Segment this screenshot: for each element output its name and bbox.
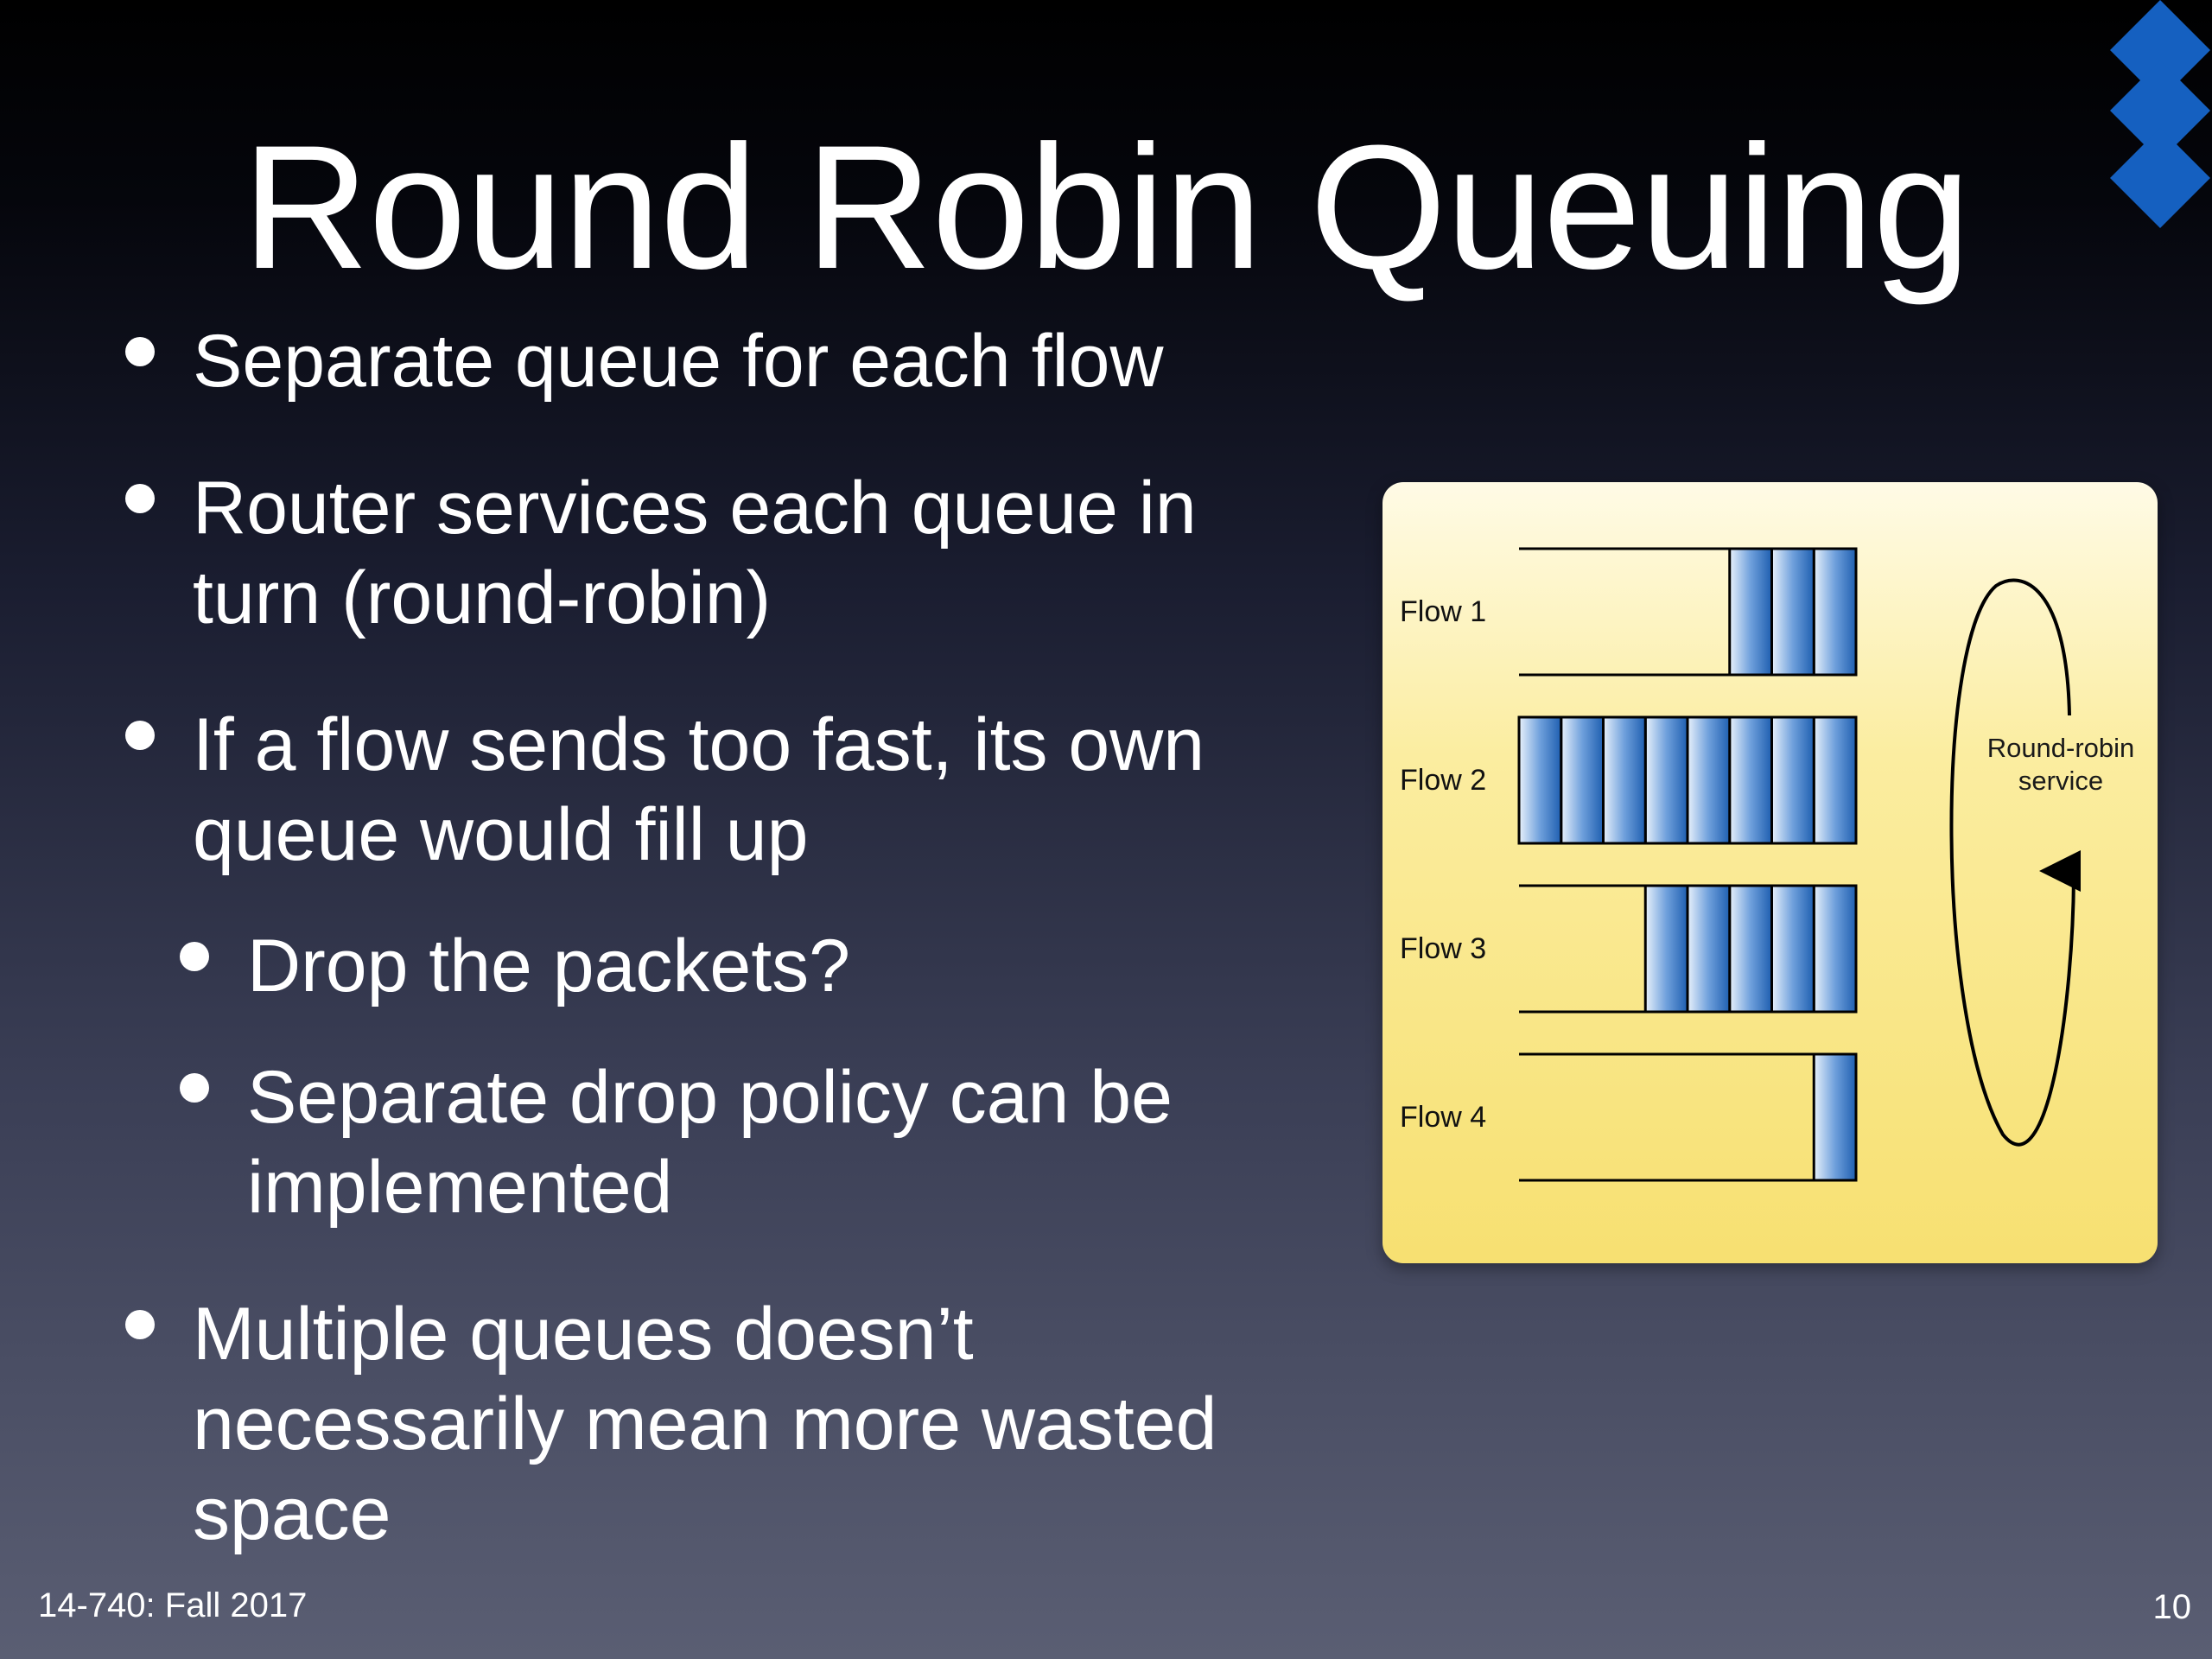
flow-label: Flow 1 [1400, 595, 1486, 628]
packet [1812, 884, 1858, 1014]
packet [1770, 547, 1815, 677]
bullet-line: Separate queue for each flow [193, 320, 1164, 403]
bullet-dot-icon [125, 1310, 155, 1339]
flow-label: Flow 2 [1400, 764, 1486, 797]
queue-4: Flow 4 [1400, 1052, 1858, 1182]
bullet-item: Separate queue for each flow [125, 316, 1164, 406]
bullet-line: queue would fill up [193, 793, 809, 876]
packet [1686, 715, 1732, 845]
packet [1728, 547, 1773, 677]
round-robin-diagram-svg: Flow 1 Flow 2 Flow 3 Flow 4 Round-robin ser… [1400, 547, 2135, 1182]
round-robin-diagram: Flow 1 Flow 2 Flow 3 Flow 4 Round-robin ser… [1382, 482, 2158, 1263]
bullet-line: Multiple queues doesn’t [193, 1293, 974, 1376]
round-robin-loop-arrow [1949, 578, 2082, 1147]
sub-bullet-item: Separate drop policy can be implemented [180, 1052, 1173, 1232]
packet [1812, 1052, 1858, 1182]
bullet-item: Multiple queues doesn’t necessarily mean… [125, 1289, 1217, 1559]
bullet-dot-icon [125, 484, 155, 513]
bullet-line: necessarily mean more wasted [193, 1382, 1217, 1465]
packet [1770, 884, 1815, 1014]
bullet-line: Drop the packets? [247, 925, 850, 1007]
packet [1728, 884, 1773, 1014]
course-footer: 14-740: Fall 2017 [38, 1586, 308, 1624]
packet [1643, 884, 1689, 1014]
queue-2: Flow 2 [1400, 715, 1858, 845]
bullet-line: turn (round-robin) [193, 556, 772, 639]
bullet-dot-icon [125, 721, 155, 750]
flow-label: Flow 4 [1400, 1101, 1486, 1134]
bullet-dot-icon [180, 942, 209, 971]
service-label-line: service [2018, 766, 2103, 796]
packet [1560, 715, 1605, 845]
page-number: 10 [2152, 1588, 2192, 1626]
packet [1728, 715, 1773, 845]
flow-label: Flow 3 [1400, 932, 1486, 965]
bullet-line: implemented [247, 1146, 673, 1229]
bullet-line: Separate drop policy can be [247, 1056, 1173, 1139]
bullet-item: Router services each queue in turn (roun… [125, 463, 1197, 643]
bullet-dot-icon [180, 1073, 209, 1103]
bullet-line: space [193, 1472, 391, 1555]
bullet-line: Router services each queue in [193, 467, 1197, 550]
bullet-list: Separate queue for each flow Router serv… [0, 0, 1296, 1659]
bullet-item: If a flow sends too fast, its own queue … [125, 700, 1205, 880]
packet [1643, 715, 1689, 845]
service-label-line: Round-robin [1987, 733, 2135, 763]
packet [1812, 547, 1858, 677]
queue-3: Flow 3 [1400, 884, 1858, 1014]
blue-diamonds-logo-icon [2110, 0, 2210, 228]
packet [1770, 715, 1815, 845]
sub-bullet-item: Drop the packets? [180, 921, 850, 1011]
packet [1517, 715, 1563, 845]
packet [1602, 715, 1647, 845]
bullet-line: If a flow sends too fast, its own [193, 703, 1205, 786]
packet [1812, 715, 1858, 845]
queue-1: Flow 1 [1400, 547, 1858, 677]
bullet-dot-icon [125, 337, 155, 366]
packet [1686, 884, 1732, 1014]
slide-title: Round Robin Queuing [242, 109, 1971, 306]
